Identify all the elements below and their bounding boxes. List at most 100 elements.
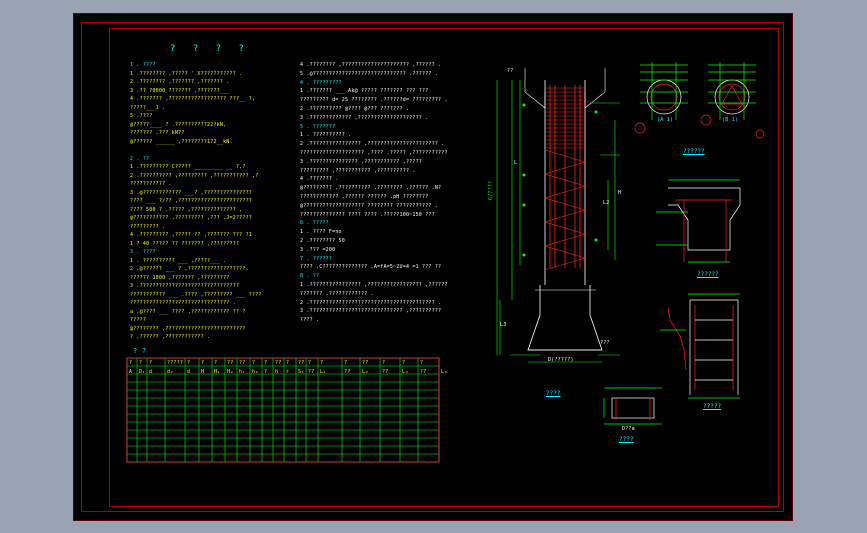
table-header-symbol: d <box>187 369 191 375</box>
note-line: ?????___1 . <box>130 104 166 111</box>
note-line: ???????????? ,?????? ?????? .pH ???????? <box>300 194 429 200</box>
table-header-cell: ?? <box>362 360 369 366</box>
note-line: ??????? ,???????????? . <box>300 290 374 297</box>
ring-caption: ?????? <box>683 148 705 155</box>
table-header-symbol: h <box>275 369 279 375</box>
drawing-sheet <box>73 13 793 521</box>
table-header-cell: ? <box>201 360 205 366</box>
note-line: 1 . ???? F=no <box>300 229 342 236</box>
table-header-cell: ? <box>264 360 268 366</box>
note-line: 2 .?????????????????????????????????????… <box>300 299 442 306</box>
note-line: 8 . ?? <box>300 273 320 280</box>
note-line: ???? 500 ? .????? ,?????????????? , <box>130 206 243 213</box>
note-line: ? ,?????? ,???????????? . <box>130 334 211 340</box>
note-line: ???? . <box>300 317 320 324</box>
table-header-cell: ?? <box>275 360 282 366</box>
note-line: 2 .???????? 50 <box>300 238 345 244</box>
table-header-cell: ? <box>286 360 290 366</box>
dim-base-d: D??a <box>622 426 635 432</box>
note-line: ???? ___ ?/?? ,??????????????????????? <box>130 198 252 204</box>
dim-h: H <box>618 190 622 196</box>
table-header-symbol: ?? <box>344 369 351 375</box>
table-header-cell: ?? <box>298 360 305 366</box>
note-line: 4 . ????????? <box>300 79 342 86</box>
dim-l: L <box>514 160 518 166</box>
note-line: 3 . ???? <box>130 249 156 255</box>
table-header-symbol: ?? <box>420 369 427 375</box>
note-line: 1 .???????????????? ,????????????????? ,… <box>300 282 448 288</box>
table-header-cell: ?? <box>227 360 234 366</box>
table-header-symbol: L₄ <box>441 369 448 375</box>
note-line: 2 .?????????? ,????????? ,??????????? ,? <box>130 172 259 179</box>
dim-top: ?? <box>507 68 514 74</box>
inner-frame <box>109 28 779 507</box>
note-line: ???? .C?????????????? ,A=fA=5~2U=4 =1 ??… <box>300 264 442 271</box>
note-line: 2 .?????????? @???? @??? ??????? . <box>300 106 410 112</box>
note-line: 5 . ??????? <box>300 123 336 130</box>
note-line: 3 .????????????????????????????? ,??????… <box>300 308 442 315</box>
note-line: 1 ? 40 ????? ?? ??????? ,????????? <box>130 240 240 247</box>
table-header-symbol: S₁ <box>298 369 305 375</box>
note-line: ??????? ,??? kN?? <box>130 130 185 136</box>
note-line: ????????? . <box>130 223 166 230</box>
note-line: 3 .?? ?0000 ??????? ,???????___ <box>130 87 230 94</box>
table-header-cell: ? <box>402 360 406 366</box>
base-detail <box>603 387 662 425</box>
note-line: 2 .???????????????? ,???????????????????… <box>300 141 445 148</box>
table-header-cell: ? <box>214 360 218 366</box>
note-line: 1 .??????? ___ Ak@ ????? ??????? ??? ??? <box>300 88 429 95</box>
table-border <box>126 357 440 463</box>
note-line: 4 .??????? . <box>300 176 339 183</box>
note-line: @??????????? ,????????? ,??? .J=2????? <box>130 215 252 221</box>
table-header-symbol: L₂ <box>362 369 369 375</box>
table-header-symbol: A <box>129 369 133 375</box>
dim-l3: L3 <box>500 322 507 328</box>
dim-base-width: D(?????) <box>548 357 574 363</box>
note-line: ??????????? . <box>130 181 172 187</box>
note-line: 3 .??? =200 <box>300 246 336 253</box>
ring-sections <box>634 62 765 139</box>
note-line: @????????? ,?????????? ,???????? ,??????… <box>300 185 442 192</box>
table-header-cell: ? <box>382 360 386 366</box>
dim-height: 6????? <box>488 180 494 200</box>
note-line: 3 .????????????? ,???????????????????? . <box>300 114 429 121</box>
table-header-cell: ? <box>252 360 256 366</box>
note-line: ????????? ,??????????? ,?????????? . <box>300 167 416 174</box>
table-header-cell: ? <box>129 360 133 366</box>
cap-detail <box>656 179 741 263</box>
outer-frame <box>81 22 784 512</box>
table-header-cell: ? <box>149 360 153 366</box>
note-line: @?????____ ? .??????????22?kN, <box>130 121 227 128</box>
table-header-symbol: H₁ <box>214 369 221 375</box>
table-header-symbol: d₂ <box>167 369 174 375</box>
note-line: ?????????????? ???? ???? .?????100~150 ?… <box>300 211 435 218</box>
note-line: @??????????????????? ???????? ??????????… <box>300 202 439 209</box>
table-header-symbol: h₂ <box>252 369 259 375</box>
note-line: 1 . ?????????? ___ ,?????___ . <box>130 257 227 264</box>
note-line: 4 .???????? ,????????????????????? ,????… <box>300 62 442 68</box>
table-header-symbol: H <box>201 369 205 375</box>
table-header-cell: ? <box>308 360 312 366</box>
note-line: 2 . ?? <box>130 155 150 162</box>
note-line: 4 .????????? ,????? ?? ,??????? ??? ?1 <box>130 232 252 238</box>
table-header-cell: ? <box>187 360 191 366</box>
note-line: 5 .???? <box>130 113 153 119</box>
note-line: 4 .??????? ,?????????????????? ???__ ?, <box>130 96 256 102</box>
table-header-symbol: L₃ <box>402 369 409 375</box>
ring-a-label: (A 1) <box>657 117 674 123</box>
table-header-symbol: d <box>149 369 153 375</box>
table-header-symbol: r <box>286 369 290 375</box>
note-line: @?????? ______ ,????????172__kN. <box>130 138 233 145</box>
note-line: 6 . ????? <box>300 220 329 227</box>
note-line: 5 .@????????????????????????????? .?????… <box>300 70 439 77</box>
table-grid <box>126 357 440 463</box>
table-header-symbol: H₂ <box>227 369 234 375</box>
note-line: ??????????????????????????????? . <box>130 300 236 306</box>
note-line: 2 .???????? ,??????? ,??????? . <box>130 79 230 85</box>
table-header-cell: ????? <box>167 360 184 366</box>
table-header-symbol: ?? <box>382 369 389 375</box>
note-line: a .@???? ___ ???? ,???????????? ?? ? <box>130 308 246 315</box>
note-line: 1 . ???? <box>130 62 156 68</box>
table-header-symbol: ? <box>264 369 268 375</box>
